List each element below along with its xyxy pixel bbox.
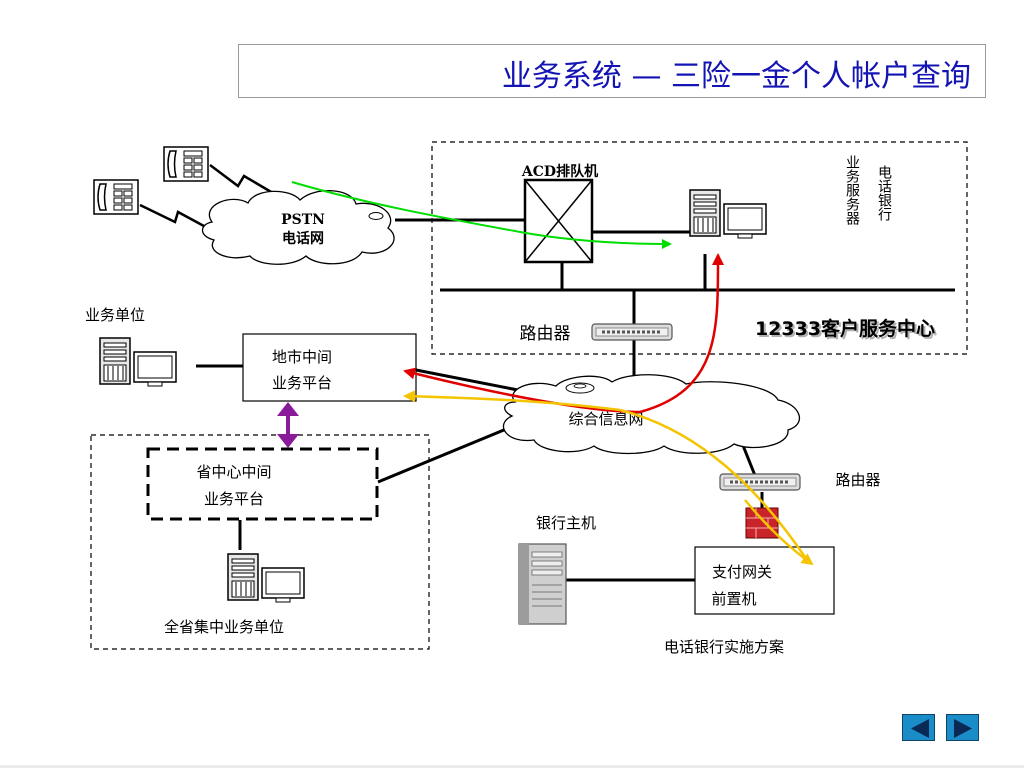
province-unit-label: 全省集中业务单位 bbox=[164, 618, 284, 636]
green-flow-arrow bbox=[291, 181, 672, 249]
bank-host-server-icon bbox=[518, 543, 567, 625]
router-bottom-label: 路由器 bbox=[835, 471, 880, 489]
business-unit-pc-icon bbox=[99, 337, 177, 387]
phone-bank-server-icon bbox=[689, 189, 767, 239]
telephone-icon bbox=[93, 179, 139, 215]
pstn-label-2: 电话网 bbox=[282, 230, 324, 247]
integrated-network-label: 综合信息网 bbox=[568, 410, 643, 428]
pstn-label-1: PSTN bbox=[281, 212, 325, 228]
telephone-icon bbox=[163, 146, 209, 182]
service-center-label: 12333客户服务中心 bbox=[755, 317, 935, 340]
payment-gateway-label-2: 前置机 bbox=[711, 590, 756, 608]
phone1-link bbox=[139, 203, 216, 234]
service-center-label-shadow: 12333客户服务中心 bbox=[757, 319, 937, 342]
phone-bank-server-label-2: 业务服务器 bbox=[844, 155, 860, 225]
red-flow-arrow-up bbox=[639, 253, 725, 414]
payment-gateway-label-1: 支付网关 bbox=[712, 563, 772, 581]
province-platform-box bbox=[146, 447, 379, 521]
yellow-flow-arrow-down bbox=[744, 499, 814, 566]
triangle-right-icon bbox=[954, 719, 972, 738]
phone2-link bbox=[209, 164, 279, 198]
title-box: 业务系统 — 三险一金个人帐户查询 bbox=[238, 44, 986, 98]
phone-bank-server-label-1: 电话银行 bbox=[876, 165, 892, 222]
prev-slide-button[interactable] bbox=[902, 714, 935, 741]
business-unit-label: 业务单位 bbox=[85, 306, 145, 324]
triangle-left-icon bbox=[911, 719, 929, 738]
integrated-network-cloud bbox=[502, 374, 800, 455]
router-top-label: 路由器 bbox=[520, 324, 571, 344]
province-unit-pc-icon bbox=[227, 553, 305, 603]
purple-double-arrow bbox=[277, 402, 299, 448]
province-platform-label-2: 业务平台 bbox=[204, 490, 264, 508]
page-title: 业务系统 — 三险一金个人帐户查询 bbox=[501, 59, 971, 94]
scheme-label: 电话银行实施方案 bbox=[664, 638, 784, 656]
bank-host-label: 银行主机 bbox=[536, 514, 596, 532]
city-platform-label-1: 地市中间 bbox=[272, 348, 332, 366]
city-platform-label-2: 业务平台 bbox=[272, 374, 332, 392]
router-icon bbox=[590, 322, 674, 342]
yellow-flow-arrow-left bbox=[403, 390, 809, 561]
red-flow-arrow-left bbox=[403, 367, 641, 414]
province-platform-label-1: 省中心中间 bbox=[196, 463, 271, 481]
acd-label: ACD排队机 bbox=[521, 163, 598, 180]
service-center-region bbox=[431, 141, 968, 355]
pstn-cloud bbox=[201, 189, 395, 265]
city-platform-box bbox=[242, 333, 417, 402]
firewall-icon bbox=[745, 507, 779, 539]
province-region bbox=[90, 434, 430, 650]
footer-divider bbox=[0, 765, 1024, 768]
router-icon bbox=[718, 472, 802, 492]
next-slide-button[interactable] bbox=[946, 714, 979, 741]
